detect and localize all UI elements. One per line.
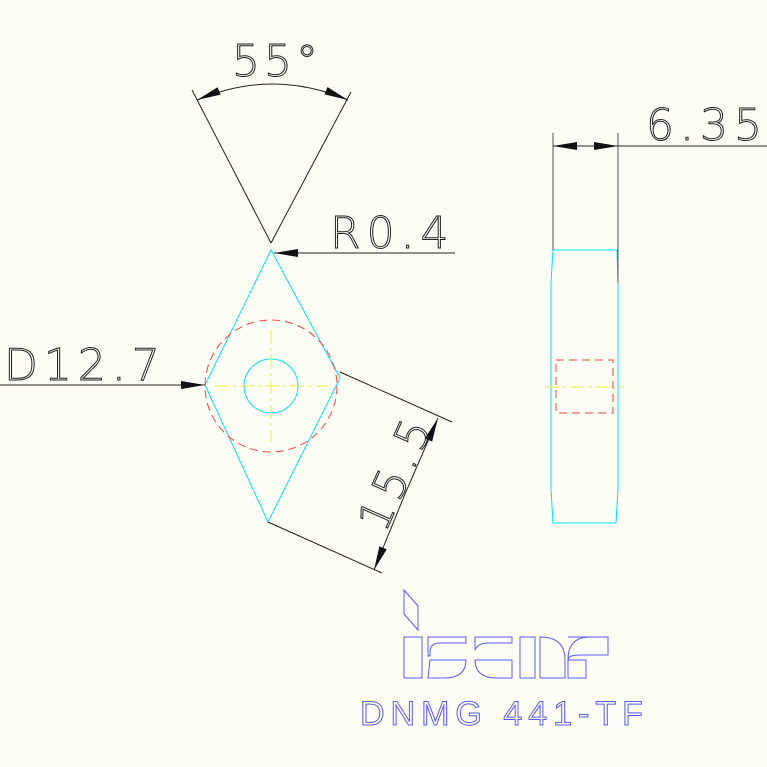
ic-dimension: D12.7 [0,340,205,392]
side-hole [555,359,614,414]
ic-label: D12.7 [4,340,166,391]
thickness-label: 6.35 [646,100,767,151]
radius-label: R0.4 [330,208,455,259]
inscribed-circle [204,319,338,453]
edge-dimension: 15.5 [267,371,453,574]
side-view: 6.35 [545,100,767,524]
edge-label: 15.5 [348,406,444,538]
angle-dimension: 55° [191,36,352,244]
iscar-logo [403,588,609,679]
radius-dimension: R0.4 [274,208,455,260]
side-outline [550,249,619,524]
part-code: DNMG 441-TF [360,695,649,733]
top-view [204,248,341,524]
angle-label: 55° [232,36,322,87]
